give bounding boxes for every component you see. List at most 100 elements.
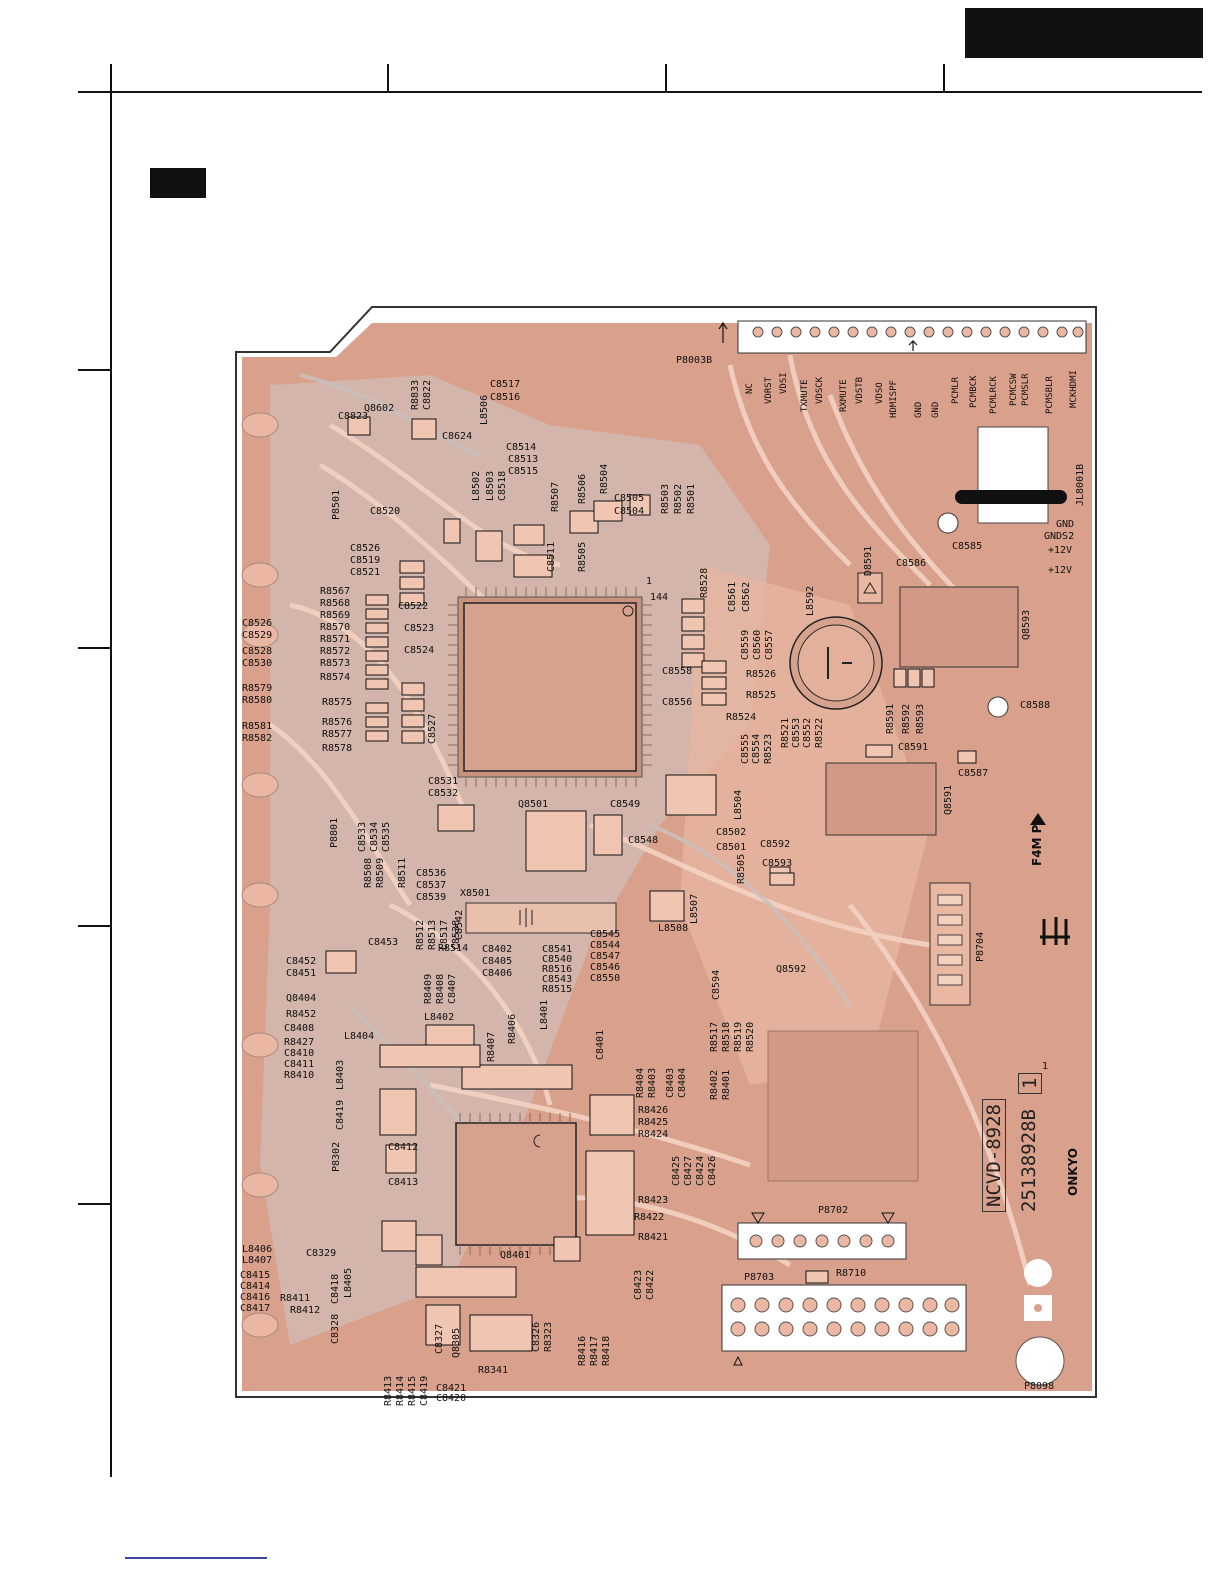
label-r8341: R8341: [478, 1365, 509, 1376]
brand-logo: ONKYO: [1066, 1147, 1080, 1196]
label-r8517: R8517: [709, 1021, 720, 1052]
label-c8518: C8518: [497, 470, 508, 501]
label-q8593: Q8593: [1021, 609, 1032, 640]
label-p8801: P8801: [329, 817, 340, 848]
label-c8531: C8531: [428, 776, 459, 787]
label-r8423: R8423: [638, 1195, 669, 1206]
label-c8557: C8557: [764, 629, 775, 660]
pin-pcmlrck: PCMLRCK: [989, 376, 999, 414]
label-r8407: R8407: [486, 1031, 497, 1062]
header-rule: [78, 91, 1202, 93]
label-r8518: R8518: [721, 1021, 732, 1052]
label-c8501: C8501: [716, 842, 747, 853]
label-r8519: R8519: [733, 1021, 744, 1052]
label-c8559: C8559: [740, 629, 751, 660]
label-r8421: R8421: [638, 1232, 669, 1243]
label-c8541: C8541: [542, 944, 573, 955]
label-c8822: C8822: [422, 379, 433, 410]
label-c8586: C8586: [896, 558, 927, 569]
label-q8602: Q8602: [364, 403, 395, 414]
label-c8408: C8408: [284, 1023, 315, 1034]
pin-vdsck: VDSCK: [815, 376, 825, 404]
label-l8405: L8405: [343, 1267, 354, 1298]
pin-pcmbck: PCMBCK: [969, 375, 979, 408]
power-12v-1: +12V: [1048, 545, 1073, 556]
label-r8408: R8408: [435, 973, 446, 1004]
label-r8575: R8575: [322, 697, 353, 708]
label-r8406: R8406: [507, 1013, 518, 1044]
pin-pcmcsw: PCMCSW: [1009, 373, 1019, 406]
label-c8544: C8544: [590, 940, 621, 951]
label-c8425: C8425: [671, 1155, 682, 1186]
label-r8418: R8418: [601, 1335, 612, 1366]
label-r8425: R8425: [638, 1117, 669, 1128]
label-r8523: R8523: [763, 733, 774, 764]
label-r8524: R8524: [726, 712, 757, 723]
pin-rxmute: RXMUTE: [839, 379, 849, 412]
label-r8833: R8833: [410, 379, 421, 410]
label-c8422: C8422: [645, 1269, 656, 1300]
board-revision-mark: 1: [1042, 1061, 1049, 1072]
label-r8522: R8522: [814, 717, 825, 748]
label-r8503: R8503: [660, 483, 671, 514]
label-c8416: C8416: [240, 1292, 271, 1303]
label-p8501: P8501: [331, 489, 342, 520]
label-c8413: C8413: [388, 1177, 419, 1188]
label-q8305: Q8305: [451, 1327, 462, 1358]
label-c8515: C8515: [508, 466, 539, 477]
pin-txmute: TXMUTE: [800, 379, 810, 412]
label-c8561: C8561: [727, 581, 738, 612]
header-tick-1: [110, 64, 112, 92]
label-c8419-low: C8419: [419, 1375, 430, 1406]
label-r8403: R8403: [647, 1067, 658, 1098]
label-c8554: C8554: [751, 733, 762, 764]
grid-tick-1: [78, 369, 112, 371]
label-r8528: R8528: [699, 567, 710, 598]
label-c8403: C8403: [665, 1067, 676, 1098]
board-revision-box: 1: [1018, 1072, 1042, 1094]
label-l8503: L8503: [485, 470, 496, 501]
pcb-artwork: [235, 306, 1097, 1398]
label-r8401: R8401: [721, 1069, 732, 1100]
header-tick-2: [387, 64, 389, 92]
label-c8522: C8522: [398, 601, 429, 612]
label-c8405: C8405: [482, 956, 513, 967]
header-tick-4: [943, 64, 945, 92]
board-name: NCVD-8928: [982, 1099, 1006, 1212]
label-c8592: C8592: [760, 839, 791, 850]
label-c8587: C8587: [958, 768, 989, 779]
label-c8519: C8519: [350, 555, 381, 566]
label-l8508: L8508: [658, 923, 689, 934]
footer-link-underline[interactable]: [125, 1557, 267, 1559]
label-c8823: C8823: [338, 411, 369, 422]
label-r8574: R8574: [320, 672, 351, 683]
label-c8524: C8524: [404, 645, 435, 656]
label-p8704: P8704: [975, 931, 986, 962]
label-r8427: R8427: [284, 1037, 315, 1048]
label-r8505: R8505: [577, 541, 588, 572]
label-c8419-mid: C8419: [335, 1099, 346, 1130]
label-c8328: C8328: [330, 1313, 341, 1344]
label-c8546: C8546: [590, 962, 621, 973]
grid-tick-2: [78, 647, 112, 649]
label-r8413: R8413: [383, 1375, 394, 1406]
label-r8415: R8415: [407, 1375, 418, 1406]
pin-gnd-2: GND: [931, 401, 941, 418]
label-c8329: C8329: [306, 1248, 337, 1259]
label-r8402: R8402: [709, 1069, 720, 1100]
pin-vdso: VDSO: [875, 382, 885, 404]
label-r8567: R8567: [320, 586, 351, 597]
label-r8502: R8502: [673, 483, 684, 514]
pin-nc: NC: [745, 383, 755, 394]
label-c8560: C8560: [752, 629, 763, 660]
label-c8535: C8535: [381, 821, 392, 852]
label-l8506: L8506: [479, 394, 490, 425]
grid-tick-4: [78, 1203, 112, 1205]
label-c8556: C8556: [662, 697, 693, 708]
label-r8520: R8520: [745, 1021, 756, 1052]
label-r8573: R8573: [320, 658, 351, 669]
label-r8516: R8516: [542, 964, 573, 975]
label-r8571: R8571: [320, 634, 351, 645]
label-c8452: C8452: [286, 956, 317, 967]
label-r8452: R8452: [286, 1009, 317, 1020]
